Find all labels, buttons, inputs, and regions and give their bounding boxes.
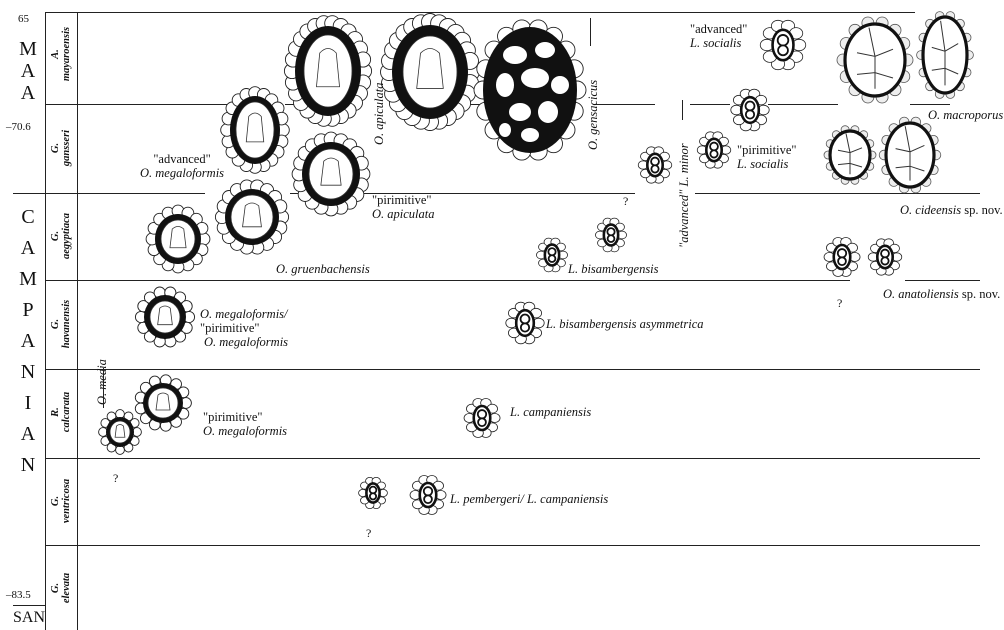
embryon-chamber	[521, 315, 530, 324]
label-macroporus: O. macroporus	[928, 108, 1003, 122]
mottle	[538, 101, 558, 123]
embryon-chamber	[549, 255, 556, 262]
label-apiculata-vertical: O. apiculata	[372, 83, 387, 146]
label-campaniensis: L. campaniensis	[510, 405, 591, 419]
embryon-chamber	[651, 165, 658, 172]
embryon-chamber	[651, 158, 659, 166]
embryon-chamber	[838, 257, 846, 265]
fossil-lumen	[309, 149, 353, 199]
label-primitive-apiculata: "pirimitive"O. apiculata	[372, 193, 435, 221]
embryon-chamber	[838, 249, 846, 257]
mottle	[499, 123, 511, 137]
mottle	[521, 128, 539, 142]
uncertain-marker: ?	[623, 194, 628, 209]
label-anatoliensis: O. anatoliensis sp. nov.	[883, 287, 1000, 301]
label-advanced-socialis: "advanced"L. socialis	[690, 22, 747, 50]
embryon-chamber	[778, 45, 788, 55]
fossil-lumen	[231, 195, 273, 239]
embryon-chamber	[608, 235, 615, 242]
embryon-chamber	[881, 257, 888, 264]
embryon-chamber	[370, 493, 376, 499]
label-pembergeri: L. pembergeri/ L. campaniensis	[450, 492, 608, 506]
range-line-gensacicus	[590, 18, 591, 46]
label-bisambergensis-asymmetrica: L. bisambergensis asymmetrica	[546, 317, 704, 331]
embryon-chamber	[478, 410, 486, 418]
range-line-media	[103, 368, 104, 408]
embryon-chamber	[521, 323, 529, 331]
label-minor-vertical: "advanced" L. minor	[677, 143, 692, 248]
uncertain-marker: ?	[113, 471, 118, 486]
fossil-lumen	[403, 36, 457, 108]
embryon-chamber	[746, 110, 754, 118]
label-gruenbachensis: O. gruenbachensis	[276, 262, 370, 276]
fossil-lumen	[161, 220, 195, 258]
embryon-chamber	[710, 143, 718, 151]
fossil-lumen	[236, 102, 274, 158]
label-primitive-megaloformis: "pirimitive"O. megaloformis	[203, 410, 287, 438]
embryon-chamber	[607, 228, 614, 235]
embryon-chamber	[478, 418, 486, 426]
uncertain-marker: ?	[366, 526, 371, 541]
mottle	[496, 73, 514, 97]
mottle	[521, 68, 549, 88]
embryon-chamber	[548, 248, 555, 255]
range-line-minor	[682, 100, 683, 120]
uncertain-marker: ?	[837, 296, 842, 311]
label-cideensis: O. cideensis sp. nov.	[900, 203, 1003, 217]
label-advanced-megaloformis: "advanced"O. megaloformis	[140, 152, 224, 180]
fossil-lumen	[148, 388, 178, 418]
label-primitive-socialis: "pirimitive"L. socialis	[737, 143, 797, 171]
label-bisambergensis: L. bisambergensis	[568, 262, 659, 276]
embryon-chamber	[746, 102, 755, 111]
mottle	[503, 46, 527, 64]
mottle	[509, 103, 531, 121]
embryon-chamber	[881, 250, 889, 258]
label-megaloformis-primitive: O. megaloformis/ "pirimitive" O. megalof…	[200, 307, 288, 349]
embryon-chamber	[424, 495, 432, 503]
label-gensacicus-vertical: O. gensacicus	[586, 80, 601, 150]
fossil-lumen	[304, 35, 352, 107]
embryon-chamber	[424, 487, 432, 495]
mottle	[535, 42, 555, 58]
embryon-chamber	[778, 35, 789, 46]
mottle	[551, 76, 569, 94]
embryon-chamber	[710, 150, 717, 157]
